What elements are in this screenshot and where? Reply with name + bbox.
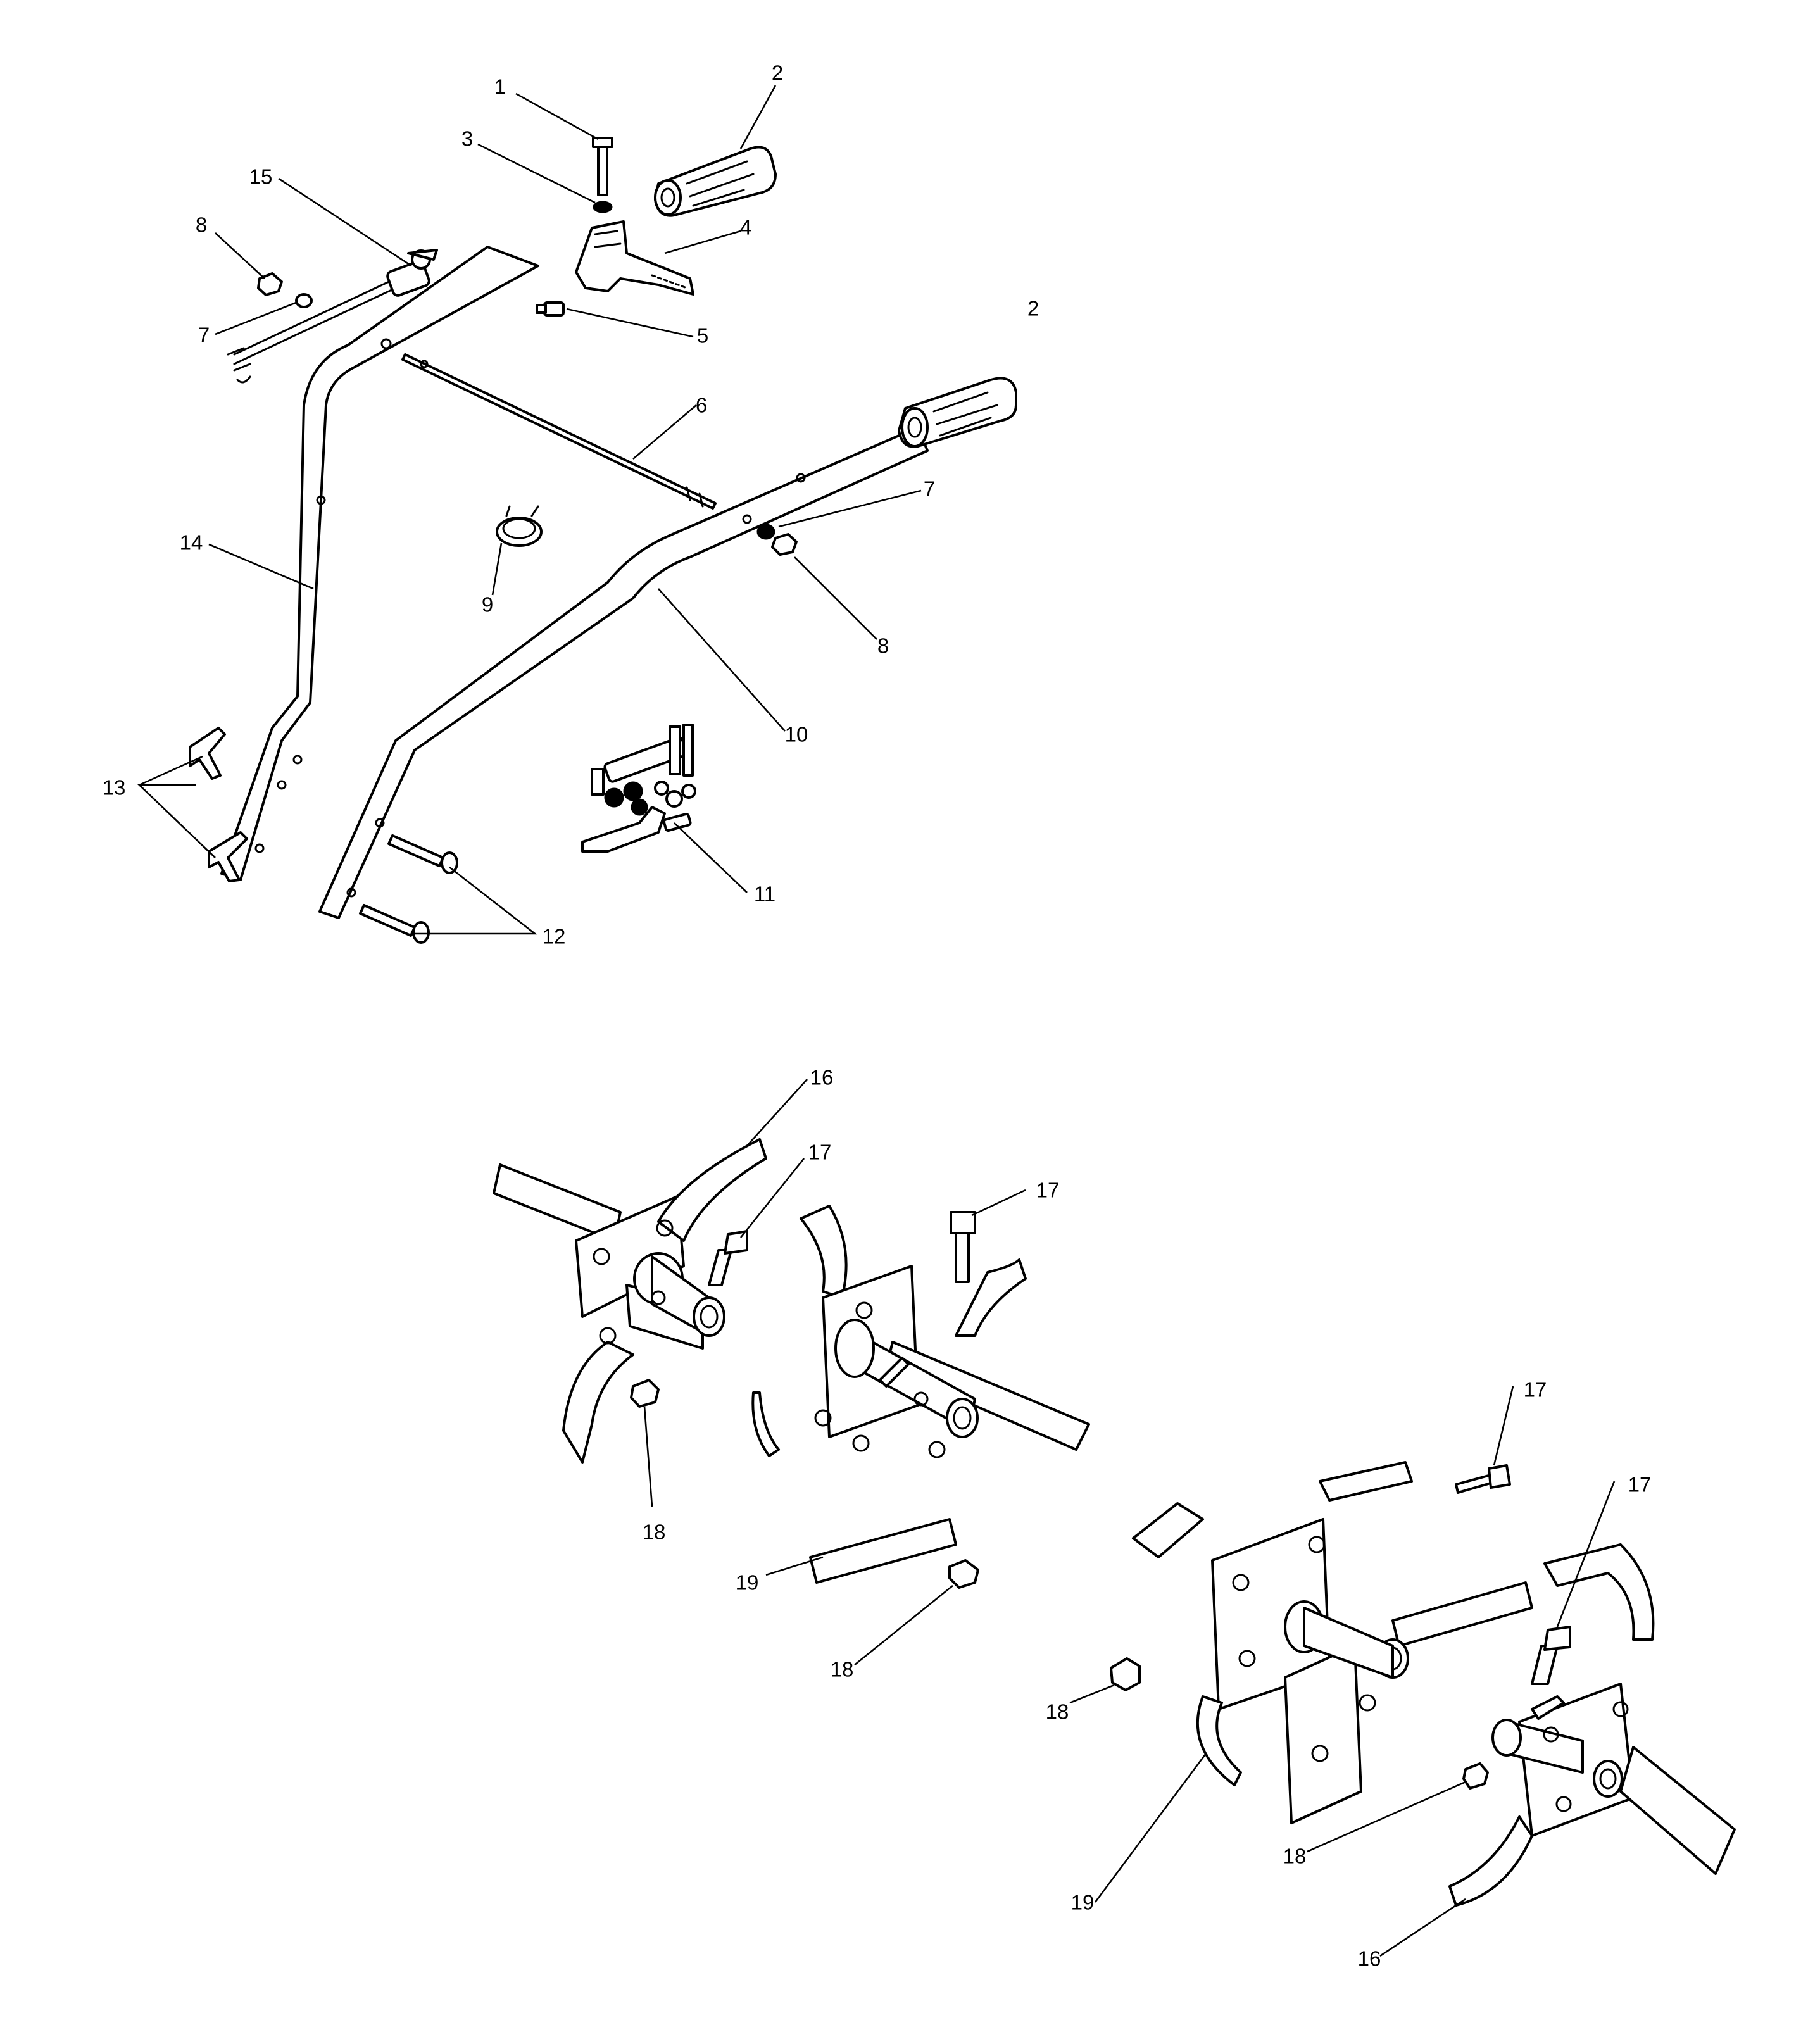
callout-6: 6 [696, 394, 707, 417]
washer-7-lower [756, 524, 775, 540]
leader-lines [137, 85, 1616, 1957]
callout-7-lower: 7 [924, 477, 935, 501]
tine-assembly-center [751, 1205, 1090, 1584]
washer-3 [593, 201, 613, 213]
callout-5: 5 [697, 324, 708, 348]
callout-10: 10 [785, 723, 808, 746]
callout-13: 13 [103, 776, 126, 799]
nut-18-c [1110, 1657, 1141, 1691]
callout-17-a: 17 [808, 1141, 832, 1164]
callout-7-upper: 7 [198, 323, 210, 347]
callout-12: 12 [543, 925, 566, 948]
bolt-17-a [708, 1230, 748, 1286]
throttle-cable [227, 249, 438, 384]
callout-16-lower: 16 [1358, 1947, 1381, 1971]
callout-18-a: 18 [643, 1520, 666, 1544]
callout-14: 14 [180, 531, 203, 555]
spring-clip [496, 505, 543, 547]
nut-18-d [1462, 1762, 1489, 1790]
washer-7-upper [295, 293, 313, 308]
callout-3: 3 [461, 127, 473, 151]
callout-1: 1 [494, 75, 506, 99]
control-rod [401, 353, 717, 510]
tine-assembly-lower-right [1448, 1543, 1736, 1907]
tine-assembly-upper-left [493, 1138, 767, 1464]
callout-15: 15 [249, 165, 273, 189]
callout-18-c: 18 [1046, 1700, 1069, 1724]
callout-17-c: 17 [1524, 1378, 1547, 1401]
callout-2-upper: 2 [772, 61, 783, 85]
callout-18-b: 18 [831, 1658, 854, 1681]
nut-18-b [948, 1559, 979, 1589]
grip-lower [898, 377, 1017, 448]
hardware-kit [581, 724, 696, 853]
nut-18-a [630, 1379, 660, 1408]
bolt-17-d [1531, 1626, 1571, 1685]
callout-labels: 1 2 3 15 8 4 7 5 2 6 7 14 9 8 10 13 11 1… [103, 61, 1652, 1971]
tine-assembly-right [1132, 1461, 1533, 1824]
left-handle-bar [220, 246, 539, 881]
callout-2-lower: 2 [1027, 297, 1039, 320]
right-handle-bar [318, 426, 929, 919]
grip-upper [654, 146, 777, 217]
callout-19-right: 19 [1071, 1891, 1095, 1914]
bolt-1 [592, 137, 613, 196]
callout-8-lower: 8 [877, 634, 889, 658]
wing-knob-upper [189, 727, 226, 780]
wing-knob-lower [208, 831, 248, 882]
pin-upper [387, 834, 458, 874]
bolt-17-b [950, 1211, 976, 1283]
callout-19-center: 19 [736, 1571, 759, 1595]
nut-8-lower [771, 533, 798, 556]
throttle-lever [575, 220, 694, 296]
callout-18-d: 18 [1283, 1845, 1307, 1868]
callout-17-b: 17 [1036, 1179, 1060, 1202]
callout-9: 9 [482, 593, 493, 617]
callout-11: 11 [754, 882, 775, 906]
callout-8-upper: 8 [196, 213, 207, 237]
fitting-5 [536, 301, 565, 317]
bolt-17-c [1455, 1464, 1511, 1494]
callout-4: 4 [740, 216, 751, 239]
callout-17-d: 17 [1628, 1473, 1652, 1496]
pin-lower [359, 904, 430, 944]
callout-16-upper: 16 [810, 1066, 834, 1089]
